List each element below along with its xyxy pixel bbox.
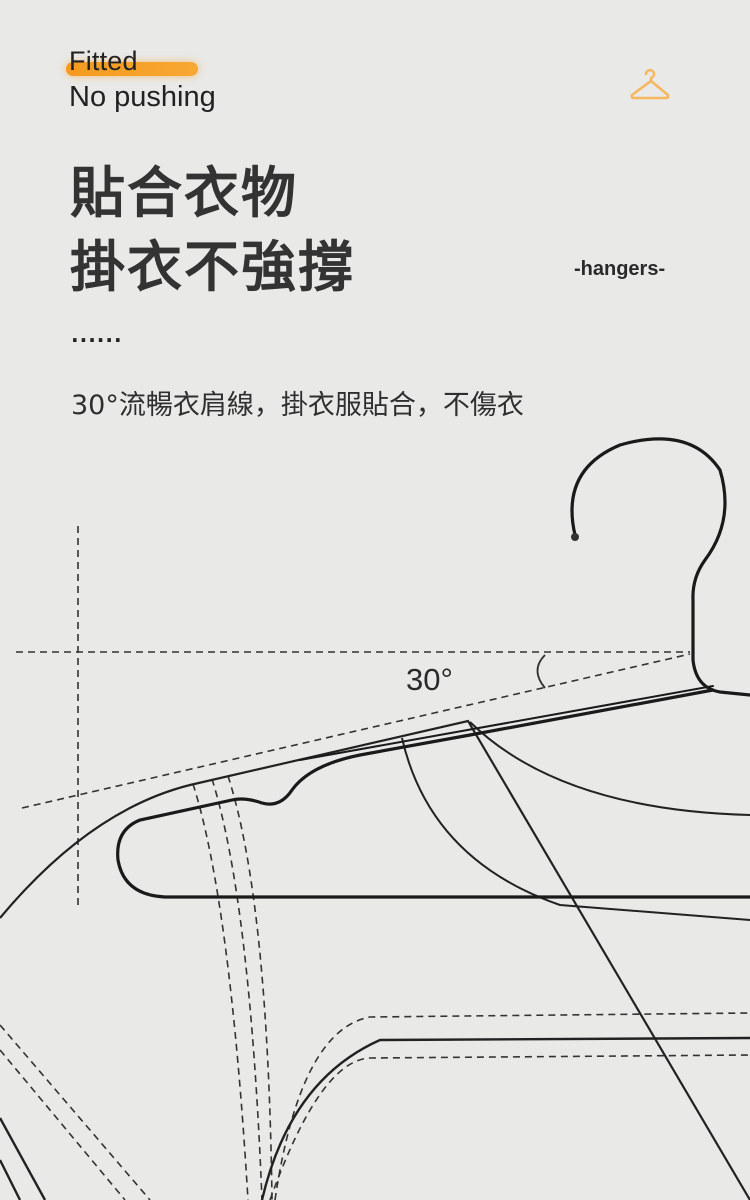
hangers-label: -hangers-	[574, 258, 666, 280]
hanger-wire	[116, 437, 750, 899]
tag-highlight-bar	[66, 62, 198, 76]
angle-arc	[536, 654, 546, 689]
tag-fitted: Fitted	[69, 46, 138, 76]
description-text: 30°流暢衣肩線，掛衣服貼合，不傷衣	[71, 390, 524, 421]
slanted-guide-line	[21, 653, 691, 809]
hanger-icon	[628, 64, 672, 108]
hanger-tip	[571, 533, 579, 541]
angle-label: 30°	[406, 662, 453, 697]
garment-outline	[0, 719, 750, 1200]
tag-no-pushing: No pushing	[69, 81, 216, 113]
dot-separator: ······	[71, 328, 123, 352]
headline-line-1: 貼合衣物	[70, 161, 299, 225]
headline-line-2: 掛衣不強撐	[70, 235, 356, 299]
